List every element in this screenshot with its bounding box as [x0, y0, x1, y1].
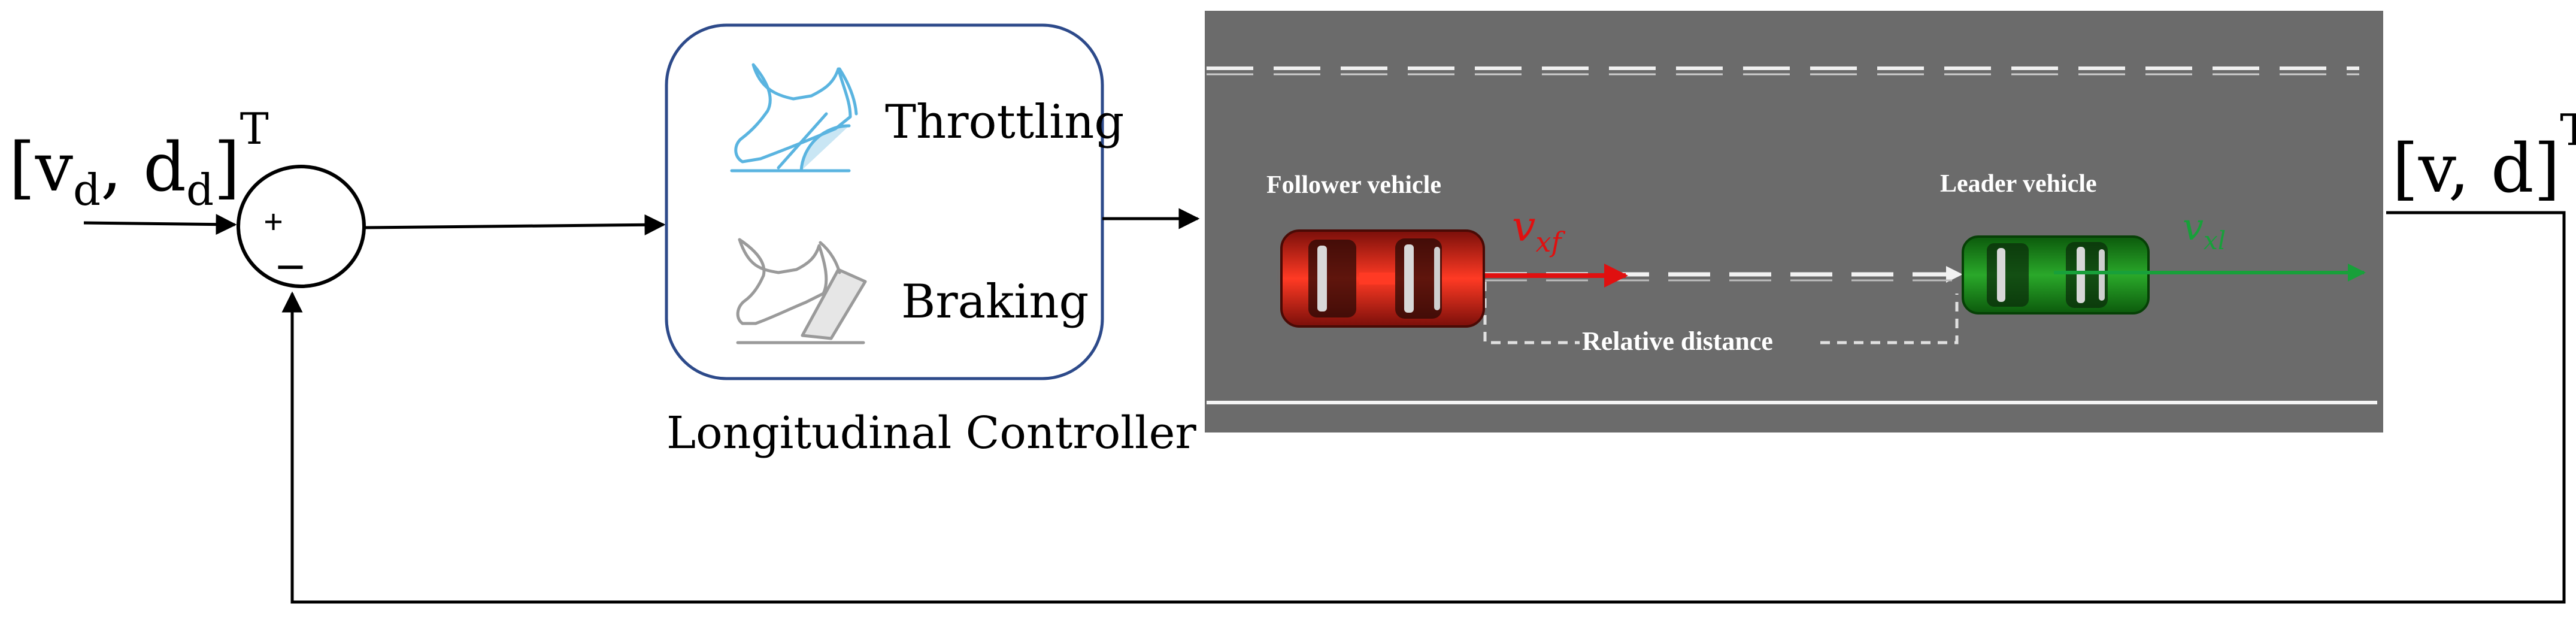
- road-surface: [1205, 11, 2383, 433]
- controller-caption: Longitudinal Controller: [666, 407, 1196, 459]
- output-state-label: [v, d]T: [2392, 105, 2576, 208]
- input-label-sub-dd: d: [186, 165, 214, 215]
- error-signal-arrow: [363, 214, 666, 235]
- follower-vehicle: [1280, 229, 1485, 328]
- input-label-sub-vd: d: [73, 165, 101, 215]
- summing-junction: + –: [237, 165, 366, 289]
- input-reference-label: [vd, dd]T: [9, 104, 269, 215]
- output-label-main: [v, d]: [2392, 130, 2560, 208]
- leader-velocity-base: v: [2183, 205, 2204, 249]
- output-label-sup: T: [2560, 105, 2576, 155]
- controller-box: [665, 23, 1104, 380]
- summing-plus-sign: +: [263, 202, 283, 241]
- longitudinal-controller-block: Throttling Braking Longitudinal Controll…: [665, 23, 1196, 459]
- input-label-close: ]: [214, 129, 240, 207]
- svg-text:[vd, dd]T: [vd, dd]T: [9, 104, 269, 215]
- summing-minus-sign: –: [278, 237, 303, 289]
- vehicle-road-scene: Relative distance Follower vehicle vxf L…: [1205, 11, 2383, 433]
- throttle-pedal-icon: [730, 63, 858, 173]
- leader-vehicle-label: Leader vehicle: [1940, 170, 2097, 198]
- follower-vehicle-label: Follower vehicle: [1266, 171, 1441, 199]
- leader-velocity-label: vxl: [2183, 205, 2226, 255]
- braking-label: Braking: [901, 275, 1089, 329]
- feedback-path: [281, 211, 2566, 604]
- leader-velocity-sub: xl: [2204, 226, 2226, 255]
- leader-vehicle: [1962, 235, 2150, 314]
- throttling-label: Throttling: [885, 95, 1124, 149]
- relative-distance-label: Relative distance: [1582, 326, 1773, 356]
- input-arrow: [83, 214, 237, 235]
- svg-text:[v, d]T: [v, d]T: [2392, 105, 2576, 208]
- input-label-open: [v: [9, 129, 73, 207]
- follower-velocity-sub: xf: [1536, 226, 1566, 258]
- follower-velocity-label: vxf: [1512, 202, 1565, 258]
- input-label-mid: , d: [101, 129, 186, 207]
- follower-velocity-base: v: [1512, 202, 1536, 251]
- brake-pedal-icon: [736, 238, 867, 344]
- input-label-sup: T: [240, 104, 269, 154]
